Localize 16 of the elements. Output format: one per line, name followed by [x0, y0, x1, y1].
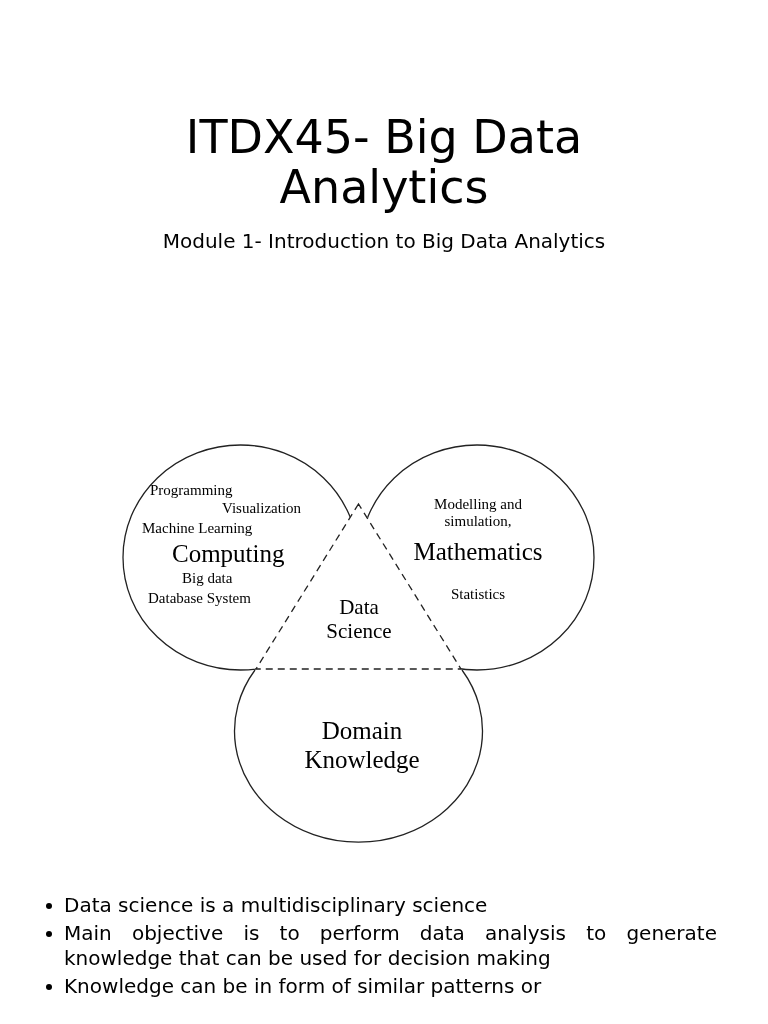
topic-label: Database System	[148, 590, 251, 608]
region-heading: Data Science	[325, 595, 393, 644]
bullet-text: Main objective is to perform data analysis to generate knowledge that can be used for decision making	[64, 921, 717, 971]
topic-label: Modelling and simulation,	[433, 496, 523, 531]
region-heading: Domain Knowledge	[303, 717, 421, 775]
subtitle: Module 1- Introduction to Big Data Analytics	[161, 229, 607, 253]
topic-label: Statistics	[449, 586, 507, 604]
region-heading: Mathematics	[412, 538, 544, 567]
topic-label: Programming	[150, 482, 233, 500]
slide-title: ITDX45- Big Data Analytics	[184, 112, 584, 212]
bullet-text: Data science is a multidisciplinary science	[64, 893, 489, 918]
topic-label: Machine Learning	[142, 520, 253, 538]
region-heading: Computing	[172, 540, 285, 569]
bullet-text: Knowledge can be in form of similar patterns or	[64, 974, 543, 999]
topic-label: Big data	[182, 570, 233, 588]
topic-label: Visualization	[222, 500, 302, 518]
